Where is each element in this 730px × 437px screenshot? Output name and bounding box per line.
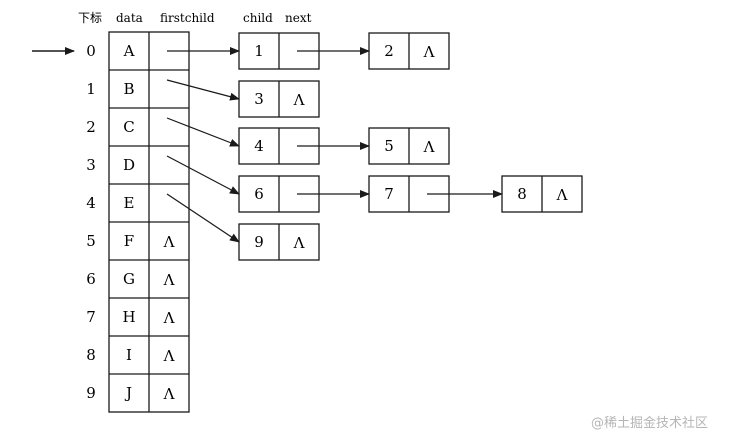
data-cell: I — [126, 346, 132, 364]
null-pointer: Λ — [293, 91, 305, 109]
firstchild-arrow — [166, 117, 240, 147]
null-pointer: Λ — [293, 234, 305, 252]
row-index: 9 — [86, 384, 96, 402]
node-table: 0 A 1 B 2 C 3 D 4 E 5 F Λ 6 G Λ 7 H Λ 8 I Λ 9 J Λ — [86, 31, 190, 413]
pointer-arrows — [166, 47, 503, 243]
row-index: 7 — [86, 308, 96, 326]
row-index: 4 — [86, 194, 96, 212]
child-index: 8 — [517, 185, 527, 203]
null-pointer: Λ — [163, 233, 175, 251]
row-index: 3 — [86, 156, 96, 174]
null-pointer: Λ — [163, 271, 175, 289]
null-pointer: Λ — [163, 347, 175, 365]
null-pointer: Λ — [423, 138, 435, 156]
null-pointer: Λ — [163, 385, 175, 403]
header-index: 下标 — [78, 11, 102, 25]
row-index: 8 — [86, 346, 96, 364]
data-cell: B — [123, 80, 134, 98]
data-cell: A — [123, 42, 135, 60]
row-index: 6 — [86, 270, 96, 288]
null-pointer: Λ — [423, 43, 435, 61]
data-cell: H — [122, 308, 135, 326]
child-index: 3 — [254, 90, 264, 108]
watermark: @稀土掘金技术社区 — [590, 416, 708, 431]
header-firstchild: firstchild — [160, 11, 215, 25]
child-index: 5 — [384, 137, 394, 155]
row-index: 5 — [86, 232, 96, 250]
row-index: 0 — [86, 42, 96, 60]
data-cell: E — [124, 194, 135, 212]
child-index: 9 — [254, 233, 264, 251]
firstchild-arrow — [166, 79, 240, 101]
firstchild-arrow — [166, 193, 240, 243]
data-cell: J — [124, 384, 132, 402]
data-cell: C — [123, 118, 134, 136]
child-index: 4 — [254, 137, 264, 155]
header-child: child — [243, 11, 273, 25]
child-index: 1 — [254, 42, 264, 60]
child-index: 2 — [384, 42, 394, 60]
row-index: 1 — [86, 80, 96, 98]
header-data: data — [116, 11, 143, 25]
row-index: 2 — [86, 118, 96, 136]
null-pointer: Λ — [163, 309, 175, 327]
data-cell: G — [123, 270, 135, 288]
header-next: next — [285, 11, 312, 25]
child-index: 7 — [384, 185, 394, 203]
child-index: 6 — [254, 185, 264, 203]
data-cell: D — [123, 156, 135, 174]
data-cell: F — [124, 232, 134, 250]
null-pointer: Λ — [556, 186, 568, 204]
firstchild-arrow — [166, 155, 240, 195]
